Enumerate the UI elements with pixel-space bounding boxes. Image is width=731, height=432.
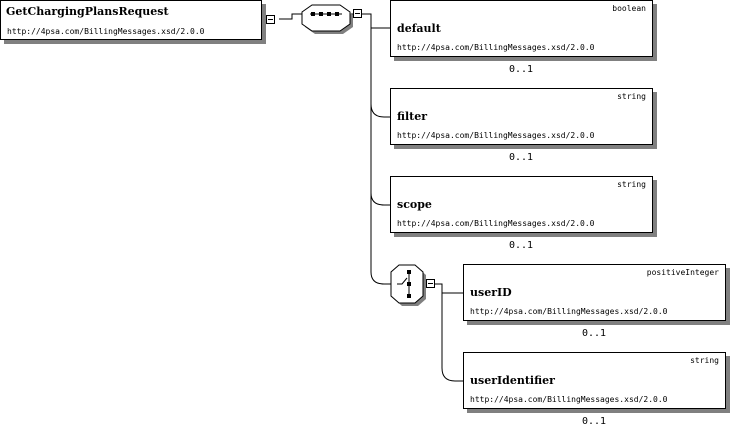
element-type: string	[617, 92, 646, 101]
root-element-name: GetChargingPlansRequest	[6, 5, 169, 18]
root-element-box[interactable]: GetChargingPlansRequest http://4psa.com/…	[0, 0, 262, 40]
element-cardinality: 0..1	[509, 152, 534, 163]
choice-collapse-toggle[interactable]	[426, 279, 435, 288]
element-namespace: http://4psa.com/BillingMessages.xsd/2.0.…	[397, 219, 595, 228]
element-cardinality: 0..1	[582, 416, 607, 427]
element-box-filter[interactable]: string filter http://4psa.com/BillingMes…	[390, 88, 653, 145]
element-type: string	[690, 356, 719, 365]
element-box-userID[interactable]: positiveInteger userID http://4psa.com/B…	[463, 264, 726, 321]
element-name: userID	[470, 286, 512, 299]
element-box-scope[interactable]: string scope http://4psa.com/BillingMess…	[390, 176, 653, 233]
root-element-namespace: http://4psa.com/BillingMessages.xsd/2.0.…	[7, 27, 205, 36]
element-name: filter	[397, 110, 428, 123]
choice-compositor-icon[interactable]	[390, 264, 426, 306]
sequence-compositor-icon[interactable]	[301, 4, 353, 34]
element-box-default[interactable]: boolean default http://4psa.com/BillingM…	[390, 0, 653, 57]
element-namespace: http://4psa.com/BillingMessages.xsd/2.0.…	[470, 307, 668, 316]
root-collapse-toggle[interactable]	[266, 15, 275, 24]
element-name: scope	[397, 198, 432, 211]
element-name: userIdentifier	[470, 374, 555, 387]
element-name: default	[397, 22, 441, 35]
element-namespace: http://4psa.com/BillingMessages.xsd/2.0.…	[397, 131, 595, 140]
element-box-userIdentifier[interactable]: string userIdentifier http://4psa.com/Bi…	[463, 352, 726, 409]
element-cardinality: 0..1	[509, 240, 534, 251]
element-cardinality: 0..1	[582, 328, 607, 339]
element-namespace: http://4psa.com/BillingMessages.xsd/2.0.…	[397, 43, 595, 52]
element-cardinality: 0..1	[509, 64, 534, 75]
element-type: string	[617, 180, 646, 189]
element-type: positiveInteger	[646, 268, 719, 277]
element-type: boolean	[612, 4, 646, 13]
sequence-collapse-toggle[interactable]	[353, 9, 362, 18]
element-namespace: http://4psa.com/BillingMessages.xsd/2.0.…	[470, 395, 668, 404]
